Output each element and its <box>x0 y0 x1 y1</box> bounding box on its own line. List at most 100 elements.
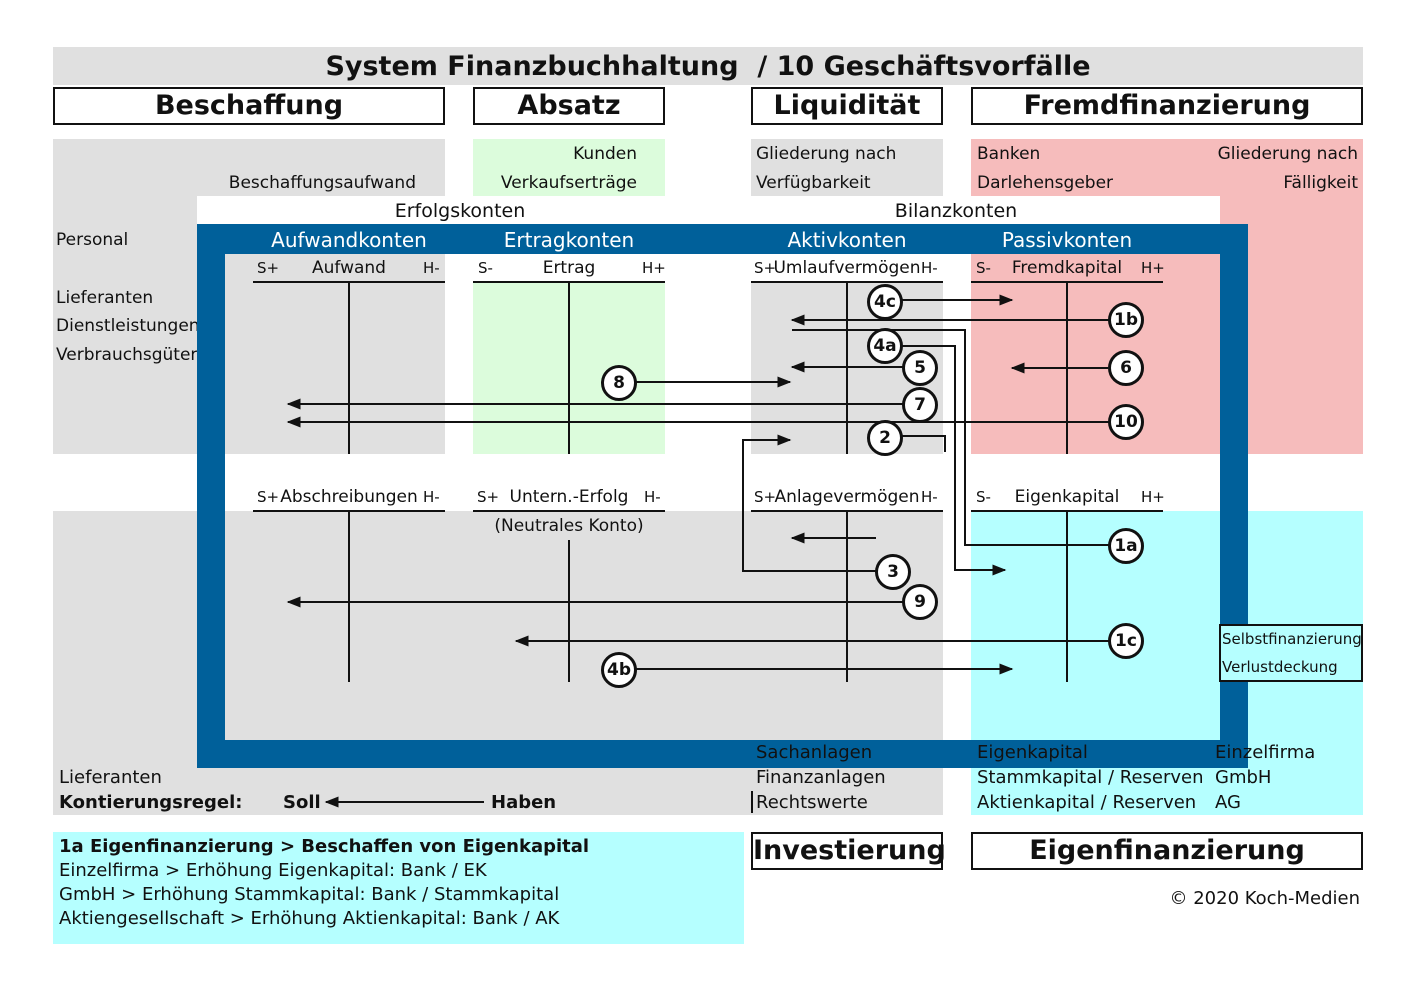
fremd-title: Fremdkapital <box>1011 258 1123 278</box>
label-gliederung-faelligkeit-2: Fälligkeit <box>1283 173 1358 193</box>
unternerfolg-haben-sign: H- <box>644 488 661 506</box>
transaction-7: 7 <box>902 387 938 423</box>
anlage-haben-sign: H- <box>921 488 938 506</box>
col-aktivkonten: Aktivkonten <box>787 228 907 252</box>
label-stammkapital: Stammkapital / Reserven <box>977 767 1204 788</box>
umlauf-soll-sign: S+ <box>754 259 777 277</box>
label-eigenkapital: Eigenkapital <box>977 742 1088 763</box>
transaction-4c: 4b <box>601 652 637 688</box>
label-aktienkapital: Aktienkapital / Reserven <box>977 792 1197 813</box>
col-passivkonten: Passivkonten <box>1001 228 1133 252</box>
fremd-haben-sign: H+ <box>1141 259 1165 277</box>
transaction-1a: 1a <box>1108 528 1144 564</box>
label-haben: Haben <box>491 792 557 813</box>
copyright: © 2020 Koch-Medien <box>1169 888 1361 909</box>
col-ertragkonten: Ertragkonten <box>503 228 635 252</box>
konten-header-strip <box>197 196 1220 224</box>
abschreibungen-title: Abschreibungen <box>280 487 418 507</box>
eigen-haben-sign: H+ <box>1141 488 1165 506</box>
aufwand-haben-sign: H- <box>423 259 440 277</box>
label-soll: Soll <box>283 792 321 813</box>
unternerfolg-title: Untern.-Erfolg <box>509 487 629 507</box>
bg-liquiditaet-top <box>751 139 943 197</box>
bg-absatz-top <box>473 139 665 197</box>
selbstfinanzierung-box <box>1219 624 1363 682</box>
label-verlustdeckung: Verlustdeckung <box>1222 658 1338 676</box>
anlage-vline <box>846 510 848 682</box>
aufwand-soll-sign: S+ <box>257 259 280 277</box>
fremd-soll-sign: S- <box>976 259 991 277</box>
label-personal: Personal <box>56 230 129 250</box>
eigen-title: Eigenkapital <box>1014 487 1120 507</box>
transaction-1c: 1c <box>1108 623 1144 659</box>
transaction-4b: 4c <box>867 284 903 320</box>
note-line1: Einzelfirma > Erhöhung Eigenkapital: Ban… <box>59 860 487 881</box>
title-bar <box>53 47 1363 85</box>
label-kunden: Kunden <box>573 144 637 164</box>
transaction-5: 5 <box>902 350 938 386</box>
umlauf-haben-sign: H- <box>921 259 938 277</box>
unternerfolg-hline <box>473 510 665 512</box>
anlage-soll-sign: S+ <box>754 488 777 506</box>
eigen-soll-sign: S- <box>976 488 991 506</box>
label-selbstfinanzierung: Selbstfinanzierung <box>1222 630 1362 648</box>
ertrag-vline <box>568 281 570 454</box>
konten-frame <box>197 224 1248 768</box>
label-rechtswerte: Rechtswerte <box>756 792 868 813</box>
label-finanzanlagen: Finanzanlagen <box>756 767 886 788</box>
section-fremdfinanzierung: Fremdfinanzierung <box>971 87 1363 125</box>
label-beschaffungsaufwand: Beschaffungsaufwand <box>228 173 416 193</box>
abschreibungen-vline <box>348 510 350 682</box>
ertrag-soll-sign: S- <box>478 259 493 277</box>
label-ag: AG <box>1215 792 1241 813</box>
arrow-3 <box>742 434 876 572</box>
note-line3: Aktiengesellschaft > Erhöhung Aktienkapi… <box>59 908 560 929</box>
ertrag-haben-sign: H+ <box>642 259 666 277</box>
section-absatz: Absatz <box>473 87 665 125</box>
label-sachanlagen: Sachanlagen <box>756 742 873 763</box>
transaction-10: 10 <box>1108 404 1144 440</box>
section-liquiditaet: Liquidität <box>751 87 943 125</box>
ertrag-title: Ertrag <box>542 258 596 278</box>
unternerfolg-subtitle: (Neutrales Konto) <box>494 516 644 536</box>
transaction-2: 2 <box>867 420 903 456</box>
anlage-title: Anlagevermögen <box>774 487 920 507</box>
label-bilanzkonten: Bilanzkonten <box>894 200 1018 222</box>
note-box <box>53 832 744 944</box>
transaction-4a: 4a <box>867 328 903 364</box>
aufwand-title: Aufwand <box>312 258 386 278</box>
page-title: System Finanzbuchhaltung / 10 Geschäftsv… <box>325 51 1091 82</box>
section-eigenfinanzierung: Eigenfinanzierung <box>971 832 1363 870</box>
label-gliederung-verfuegbarkeit-2: Verfügbarkeit <box>756 173 871 193</box>
rechtswerte-bar <box>751 791 753 813</box>
eigen-vline <box>1066 510 1068 682</box>
umlauf-title: Umlaufvermögen <box>773 258 921 278</box>
note-title: 1a Eigenfinanzierung > Beschaffen von Ei… <box>59 836 590 857</box>
label-lieferanten: Lieferanten <box>56 288 154 308</box>
label-gliederung-faelligkeit-1: Gliederung nach <box>1217 144 1358 164</box>
col-aufwandkonten: Aufwandkonten <box>271 228 427 252</box>
abschreibungen-soll-sign: S+ <box>257 488 280 506</box>
label-dienstleistungen: Dienstleistungen <box>56 316 200 336</box>
arrow-2 <box>902 435 946 452</box>
note-line2: GmbH > Erhöhung Stammkapital: Bank / Sta… <box>59 884 560 905</box>
transaction-6: 6 <box>1108 350 1144 386</box>
label-einzelfirma: Einzelfirma <box>1215 742 1316 763</box>
label-gmbh: GmbH <box>1215 767 1272 788</box>
label-gliederung-verfuegbarkeit-1: Gliederung nach <box>756 144 897 164</box>
transaction-9: 9 <box>902 584 938 620</box>
unternerfolg-vline <box>568 540 570 682</box>
label-verkaufsertraege: Verkaufserträge <box>500 173 637 193</box>
label-erfolgskonten: Erfolgskonten <box>394 200 526 222</box>
arrow-4a-stem <box>900 345 1007 576</box>
section-beschaffung: Beschaffung <box>53 87 445 125</box>
transaction-3: 3 <box>875 554 911 590</box>
transaction-1b: 1b <box>1108 302 1144 338</box>
transaction-8: 8 <box>601 365 637 401</box>
aufwand-vline <box>348 281 350 454</box>
arrow-4a-path <box>792 329 1110 546</box>
abschreibungen-haben-sign: H- <box>423 488 440 506</box>
label-darlehensgeber: Darlehensgeber <box>977 173 1114 193</box>
label-banken: Banken <box>977 144 1041 164</box>
label-kontierungsregel: Kontierungsregel: <box>59 792 243 813</box>
